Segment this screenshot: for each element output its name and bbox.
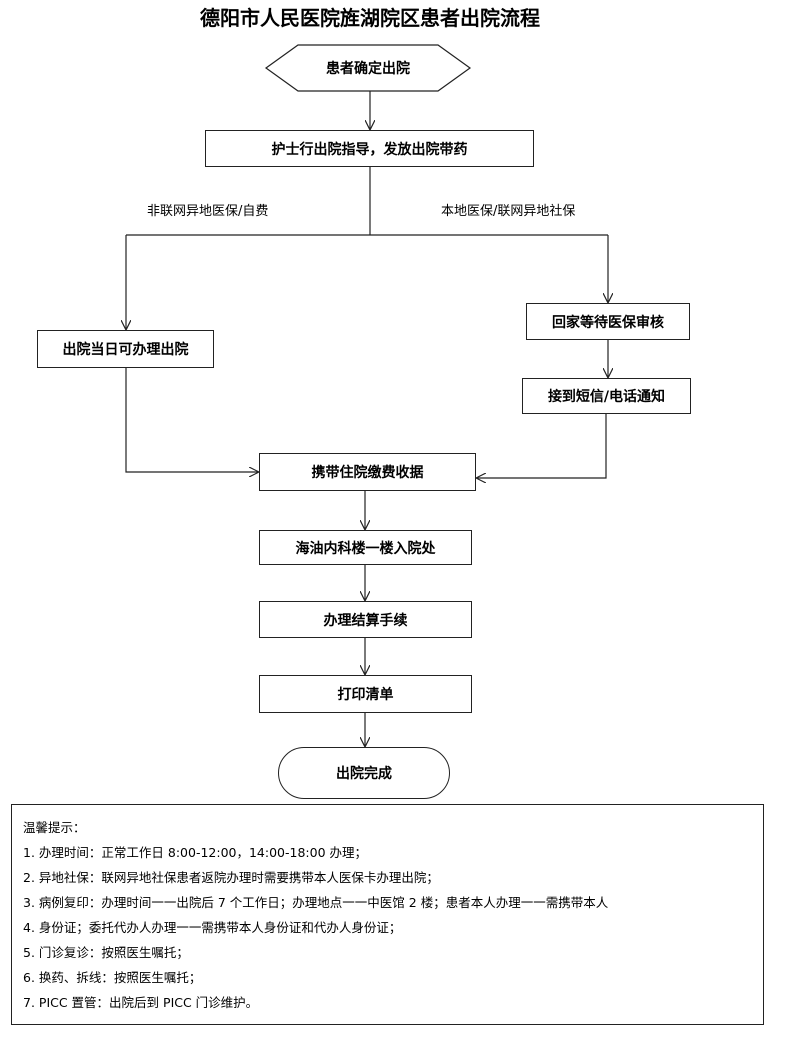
tip-item: 6. 换药、拆线：按照医生嘱托； — [23, 970, 202, 985]
tip-item: 1. 办理时间：正常工作日 8:00-12:00，14:00-18:00 办理； — [23, 845, 368, 860]
tip-item: 2. 异地社保：联网异地社保患者返院办理时需要携带本人医保卡办理出院； — [23, 870, 439, 885]
settlement-box: 办理结算手续 — [259, 601, 472, 638]
tips-heading: 温馨提示： — [23, 820, 86, 835]
tip-item: 7. PICC 置管：出院后到 PICC 门诊维护。 — [23, 995, 259, 1010]
tips-box: 温馨提示： 1. 办理时间：正常工作日 8:00-12:00，14:00-18:… — [11, 804, 764, 1025]
page-title: 德阳市人民医院旌湖院区患者出院流程 — [200, 6, 540, 30]
connector-notify-to-receipt — [477, 413, 607, 478]
tip-item: 5. 门诊复诊：按照医生嘱托； — [23, 945, 189, 960]
branch-label-left: 非联网异地医保/自费 — [147, 204, 269, 219]
nurse-guidance-box: 护士行出院指导，发放出院带药 — [205, 130, 534, 167]
connector-same-day-to-receipt — [125, 368, 258, 472]
bring-receipt-box: 携带住院缴费收据 — [259, 453, 476, 491]
tip-item: 4. 身份证；委托代办人办理一一需携带本人身份证和代办人身份证； — [23, 920, 402, 935]
tip-item: 3. 病例复印：办理时间一一出院后 7 个工作日；办理地点一一中医馆 2 楼；患… — [23, 895, 609, 910]
print-list-box: 打印清单 — [259, 675, 472, 713]
wait-insurance-review-box: 回家等待医保审核 — [526, 303, 690, 340]
admission-office-box: 海油内科楼一楼入院处 — [259, 530, 472, 565]
same-day-discharge-box: 出院当日可办理出院 — [37, 330, 214, 368]
sms-phone-notice-box: 接到短信/电话通知 — [522, 378, 691, 414]
start-hexagon — [264, 44, 472, 92]
start-node-label: 患者确定出院 — [326, 61, 410, 77]
branch-label-right: 本地医保/联网异地社保 — [441, 204, 576, 219]
discharge-complete-terminal: 出院完成 — [278, 747, 450, 799]
